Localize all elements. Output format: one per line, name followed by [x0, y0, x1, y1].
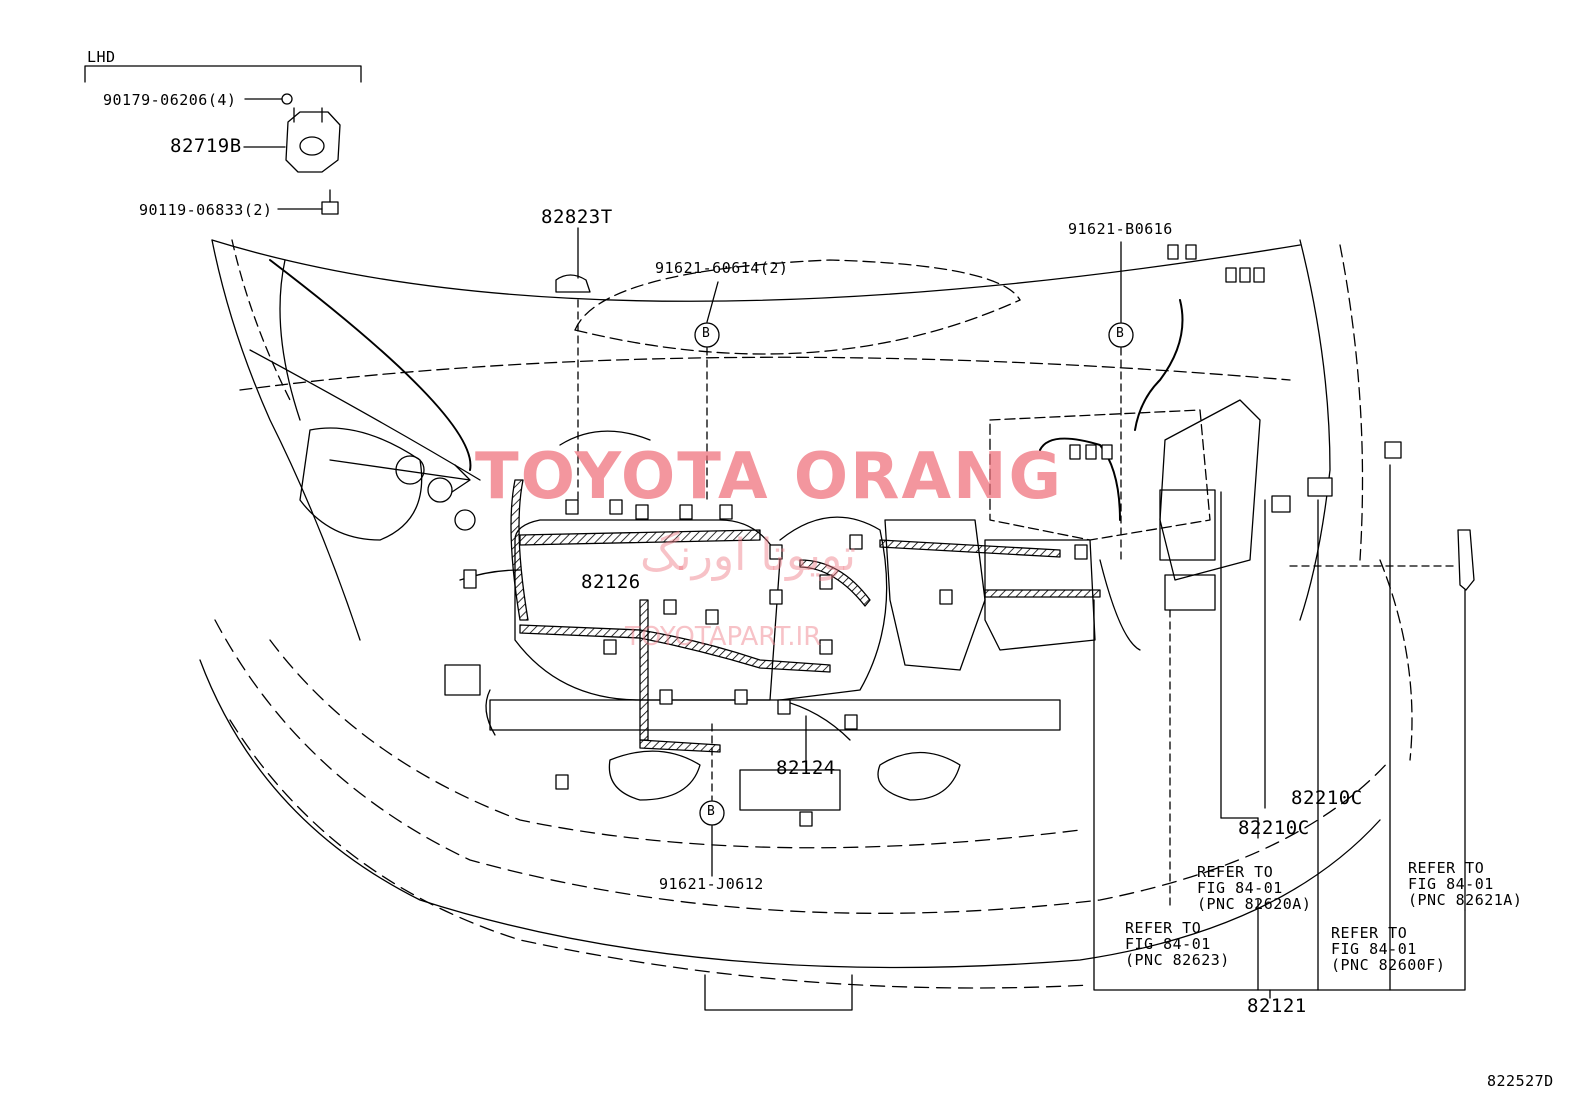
callout-b-right: B [1116, 326, 1125, 341]
part-number-91621-j0612[interactable]: 91621-J0612 [659, 875, 764, 893]
region-label: LHD [87, 48, 116, 66]
lhd-bracket [84, 65, 362, 83]
watermark-site: TOYOTAPART.IR [625, 622, 822, 652]
callout-b-bottom: B [707, 804, 716, 819]
part-number-82210c-upper[interactable]: 82210C [1291, 787, 1363, 809]
callout-b-top: B [702, 326, 711, 341]
watermark-persian: تويوتا اورنگ [640, 530, 856, 581]
part-number-82126[interactable]: 82126 [581, 571, 641, 593]
reference-note-82620a[interactable]: REFER TO FIG 84-01 (PNC 82620A) [1197, 863, 1312, 913]
reference-note-82623[interactable]: REFER TO FIG 84-01 (PNC 82623) [1125, 919, 1230, 969]
bumper-outline [199, 559, 1413, 1011]
part-number-91621-60614[interactable]: 91621-60614(2) [655, 259, 789, 277]
hood-outline [211, 239, 1364, 641]
part-number-82719b[interactable]: 82719B [170, 135, 242, 157]
part-number-90119[interactable]: 90119-06833(2) [139, 201, 273, 219]
part-number-82210c-lower[interactable]: 82210C [1238, 817, 1310, 839]
solid-leaders [577, 227, 1466, 999]
part-number-91621-b0616[interactable]: 91621-B0616 [1068, 220, 1173, 238]
part-number-82823t[interactable]: 82823T [541, 206, 613, 228]
mount-bracket-part [243, 93, 341, 215]
part-number-82121[interactable]: 82121 [1247, 995, 1307, 1017]
watermark-brand: TOYOTA ORANG [475, 440, 1064, 514]
part-number-90179[interactable]: 90179-06206(4) [103, 91, 237, 109]
part-number-82124[interactable]: 82124 [776, 757, 836, 779]
callout-circles [694, 322, 1134, 826]
connectors [463, 244, 1475, 827]
wire-harness [459, 299, 1184, 753]
reference-note-82621a[interactable]: REFER TO FIG 84-01 (PNC 82621A) [1408, 859, 1523, 909]
figure-id: 822527D [1487, 1072, 1554, 1090]
reference-note-82600f[interactable]: REFER TO FIG 84-01 (PNC 82600F) [1331, 924, 1446, 974]
